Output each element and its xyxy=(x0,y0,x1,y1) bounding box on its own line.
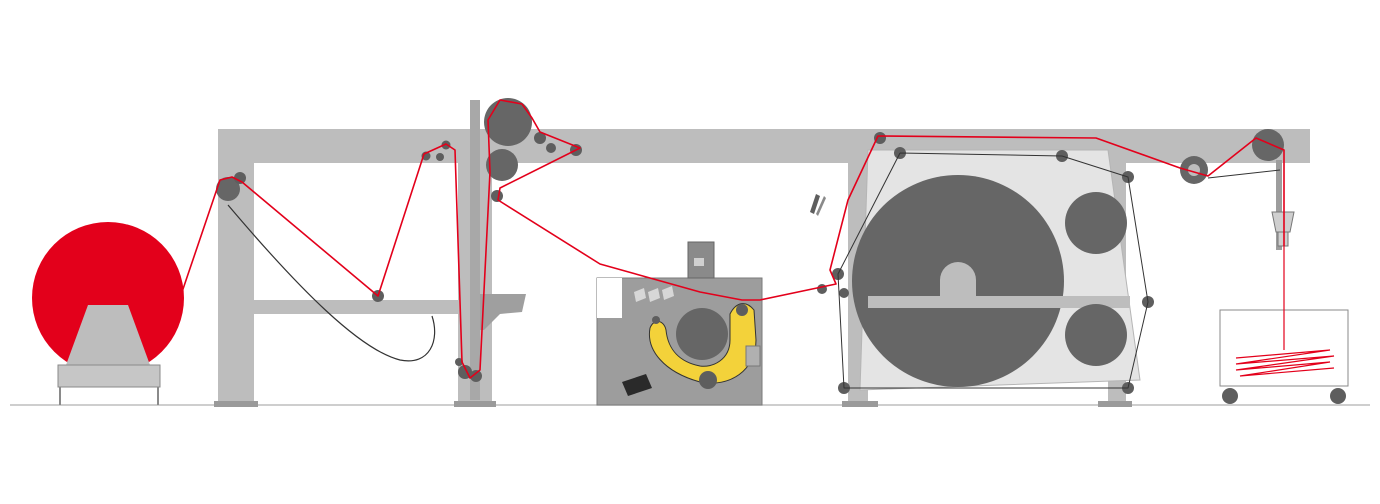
entry-guide-roller-icon xyxy=(234,172,246,184)
batch-stand-table xyxy=(57,364,161,388)
top-cylinder-icon xyxy=(484,98,532,146)
plaiter-guide-line xyxy=(1207,169,1281,179)
trolley-wheel-icon xyxy=(1330,388,1346,404)
drum-hub-icon xyxy=(940,262,976,296)
drum-shaft-bar xyxy=(868,296,1130,308)
guide-roller-icon xyxy=(441,140,451,150)
dryer-foot xyxy=(1098,401,1132,407)
second-cylinder-icon xyxy=(486,149,518,181)
exit-roller-icon xyxy=(1252,129,1284,161)
entry-frame xyxy=(216,140,526,362)
plaiter-funnel-icon xyxy=(1271,211,1295,233)
dryer-roller-icon xyxy=(874,132,886,144)
lower-drum-icon xyxy=(1065,304,1127,366)
dryer-roller-icon xyxy=(839,288,849,298)
top-beam xyxy=(218,129,1310,163)
main-drum-icon xyxy=(676,308,728,360)
belt-roller-icon xyxy=(699,371,717,389)
plaited-fabric xyxy=(1235,349,1335,377)
stand-post xyxy=(470,100,480,400)
fabric-path-dryer-wrap xyxy=(837,152,1149,389)
batch-stand-pyramid xyxy=(66,305,150,365)
bottom-roller-icon xyxy=(470,370,482,382)
vent-icon xyxy=(648,288,660,302)
guide-roller-icon xyxy=(534,132,546,144)
body-notch xyxy=(597,278,622,318)
vent-icon xyxy=(662,286,674,300)
belt-unit xyxy=(596,241,763,406)
belt-roller-icon xyxy=(736,304,748,316)
vent-icon xyxy=(634,288,646,302)
lower-shelf xyxy=(254,300,474,314)
entry-roller-icon xyxy=(216,177,240,201)
side-bracket xyxy=(745,345,761,367)
drum-dryer xyxy=(817,130,1154,407)
j-scray-loop xyxy=(227,204,436,362)
dryer-foot xyxy=(842,401,878,407)
chute-icon xyxy=(474,294,526,330)
batch-roll-icon xyxy=(32,222,184,374)
trolley-wheel-icon xyxy=(1222,388,1238,404)
exit-roller-icon xyxy=(491,190,503,202)
left-foot xyxy=(214,401,258,407)
sensor-icon xyxy=(816,196,826,216)
motor-plate xyxy=(694,258,704,266)
fabric-path xyxy=(181,99,1285,379)
unwind-batch xyxy=(32,222,184,405)
left-leg xyxy=(218,129,254,405)
sensor-icon xyxy=(810,194,820,214)
plaiter xyxy=(1180,129,1349,404)
cam-icon xyxy=(622,374,652,396)
mid-foot xyxy=(454,401,496,407)
belt-roller-icon xyxy=(652,316,660,324)
plaiter-funnel-neck xyxy=(1277,231,1289,247)
guide-roller-icon xyxy=(546,143,556,153)
upper-drum-icon xyxy=(1065,192,1127,254)
bottom-roller-icon xyxy=(455,358,463,366)
guide-roller-icon xyxy=(436,153,444,161)
plaiter-arm xyxy=(1276,160,1282,250)
